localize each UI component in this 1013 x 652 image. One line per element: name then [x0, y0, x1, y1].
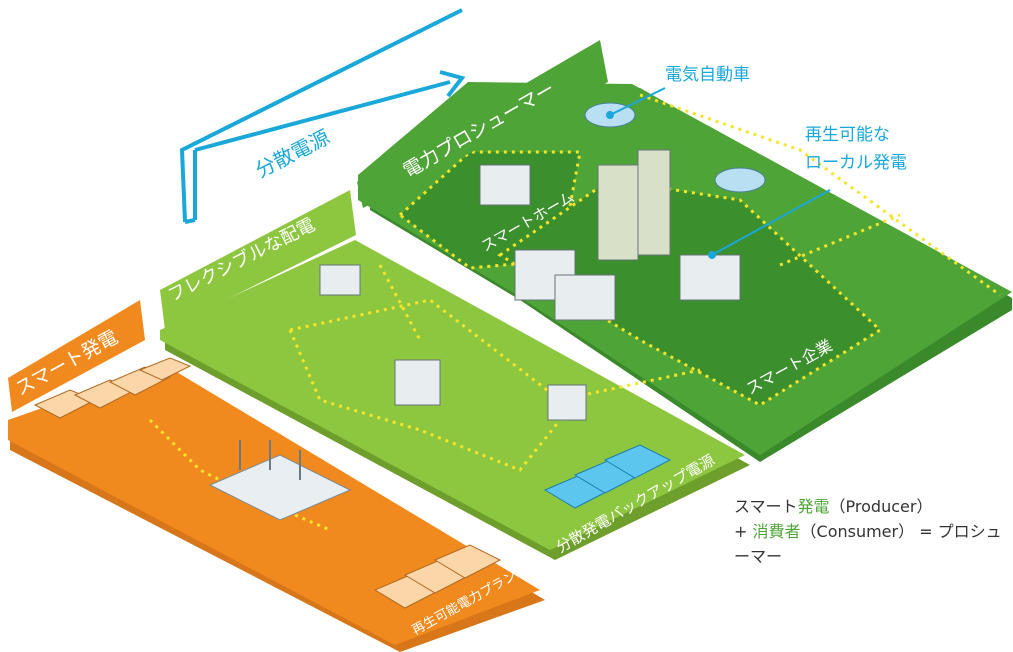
- building-icons: [319, 264, 587, 421]
- backup-power-blocks: [543, 444, 672, 509]
- flexible-banner: [160, 190, 356, 330]
- prosumer-banner: [357, 40, 608, 208]
- renewable-plant-blocks: [373, 544, 502, 609]
- distributed-source-arrow: [179, 8, 466, 224]
- caption-part6: （Consumer） = プロシューマー: [734, 522, 1002, 566]
- ev-label: 電気自動車: [665, 65, 750, 85]
- renewable-local-label-1: 再生可能な: [805, 125, 890, 145]
- caption-part2: 発電: [797, 497, 830, 516]
- caption-part3: （Producer）: [829, 497, 933, 516]
- smart-gen-banner: [8, 300, 145, 412]
- callout-lines: [606, 87, 831, 259]
- caption-part4: +: [734, 522, 753, 541]
- prosumer-caption: スマート発電（Producer） + 消費者（Consumer） = プロシューマ…: [734, 494, 1013, 569]
- generation-blocks: [33, 357, 192, 419]
- substation-icon: [208, 440, 352, 521]
- caption-part1: スマート: [734, 497, 798, 516]
- caption-part5: 消費者: [752, 522, 801, 541]
- city-buildings: [479, 102, 766, 321]
- renewable-local-label-2: ローカル発電: [805, 153, 907, 173]
